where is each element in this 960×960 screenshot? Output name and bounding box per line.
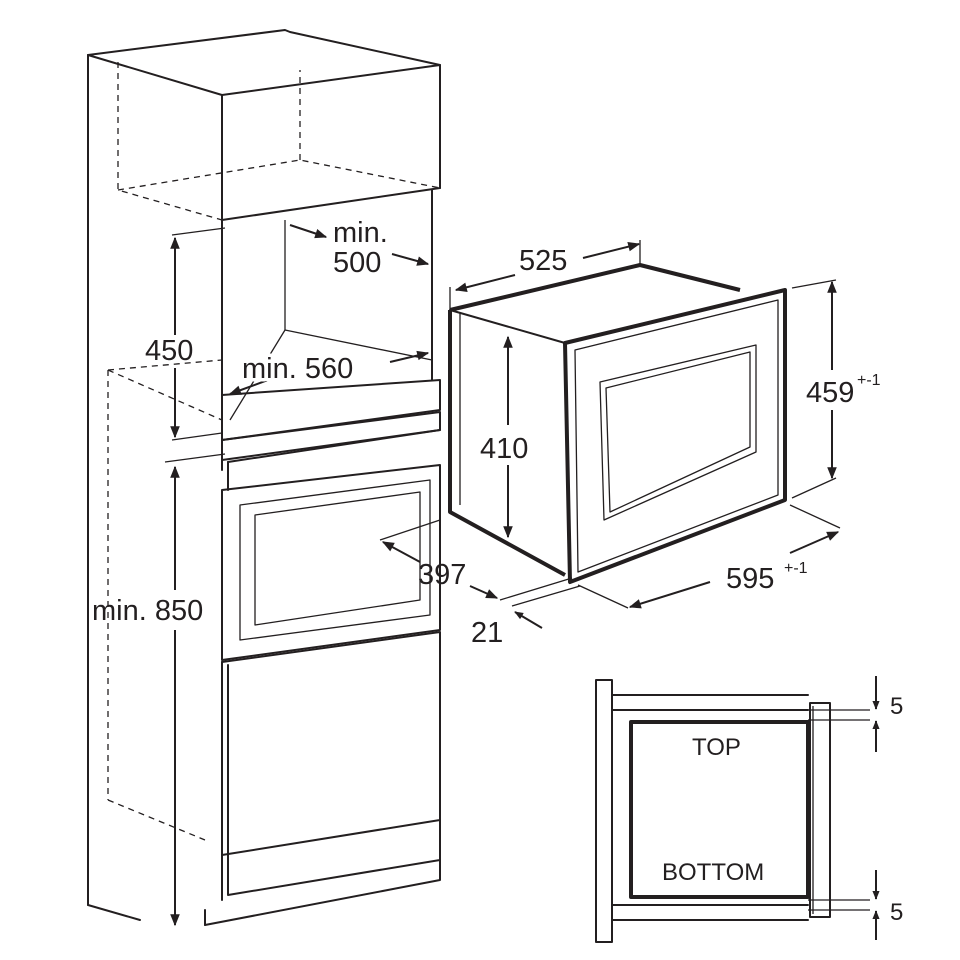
arrow-left-icon (454, 274, 516, 292)
cabinet-drawing (87, 29, 441, 926)
arrow-right-icon (582, 241, 641, 259)
panel-offset-label: 397 (418, 559, 466, 591)
arrow-right-icon (391, 253, 430, 266)
dim-cabinet-height: min. 850 (92, 453, 226, 927)
front-width-tolerance: +-1 (784, 560, 808, 577)
dim-unit-height: 410 (480, 335, 528, 539)
niche-depth-min-label: min. (333, 217, 388, 249)
arrow-left-icon (289, 224, 328, 239)
gap-top-label: 5 (890, 693, 903, 720)
top-label: TOP (692, 734, 741, 761)
bottom-label: BOTTOM (662, 859, 764, 886)
arrow-right-icon (389, 350, 430, 363)
mounting-detail-drawing: 5 5 TOP BOTTOM (595, 676, 903, 943)
dim-niche-width: min. 560 (228, 350, 430, 395)
niche-depth-value-label: 500 (333, 247, 381, 279)
gap-bottom-label: 5 (890, 899, 903, 926)
unit-height-label: 410 (480, 433, 528, 465)
front-height-label: 459 (806, 377, 854, 409)
niche-height-label: 450 (145, 335, 193, 367)
dim-panel-offset: 397 21 (379, 519, 581, 649)
dim-front-width: 595 +-1 (577, 504, 841, 609)
dim-front-height: 459 +-1 (791, 279, 881, 499)
arrow-left-icon (381, 541, 421, 563)
arrow-right-icon (789, 531, 840, 554)
niche-width-label: min. 560 (242, 353, 353, 385)
front-height-tolerance: +-1 (857, 372, 881, 389)
arrow-left-icon (228, 379, 269, 395)
cabinet-height-label: min. 850 (92, 595, 203, 627)
oven-unit-drawing (448, 263, 787, 584)
arrow-right-icon (469, 585, 499, 599)
dim-niche-depth: min. 500 (289, 217, 430, 279)
arrow-left-icon (628, 581, 711, 609)
unit-depth-label: 525 (519, 245, 567, 277)
arrow-icon (514, 611, 543, 629)
door-thickness-label: 21 (471, 617, 503, 649)
dim-unit-depth: 525 (449, 240, 641, 310)
dim-niche-height: 450 (145, 227, 226, 441)
front-width-label: 595 (726, 563, 774, 595)
